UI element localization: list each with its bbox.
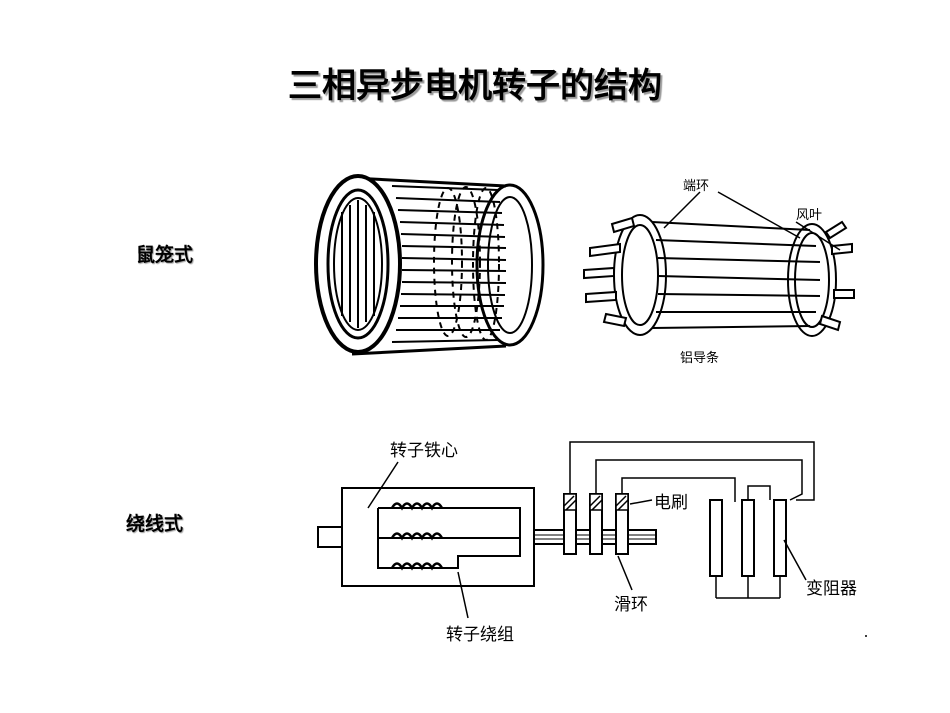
rheostat-callout: 变阻器 [806, 579, 857, 599]
decorative-dot [865, 635, 867, 637]
slip-ring-callout: 滑环 [614, 595, 648, 615]
squirrel-cage-core-drawing [314, 174, 545, 356]
wound-rotor-label: 绕线式 [126, 513, 184, 535]
brush-callout: 电刷 [654, 493, 688, 513]
rotor-core-callout: 转子铁心 [390, 441, 458, 461]
squirrel-cage-label: 鼠笼式 [136, 244, 194, 266]
fan-blade-callout: 风叶 [796, 208, 822, 223]
page-title: 三相异步电机转子的结构 [288, 66, 662, 106]
squirrel-cage-winding-drawing [583, 191, 855, 337]
rotor-winding-callout: 转子绕组 [446, 625, 514, 645]
wound-rotor-schematic [317, 441, 815, 619]
aluminum-bar-callout: 铝导条 [680, 350, 719, 366]
end-ring-callout: 端环 [683, 179, 709, 194]
